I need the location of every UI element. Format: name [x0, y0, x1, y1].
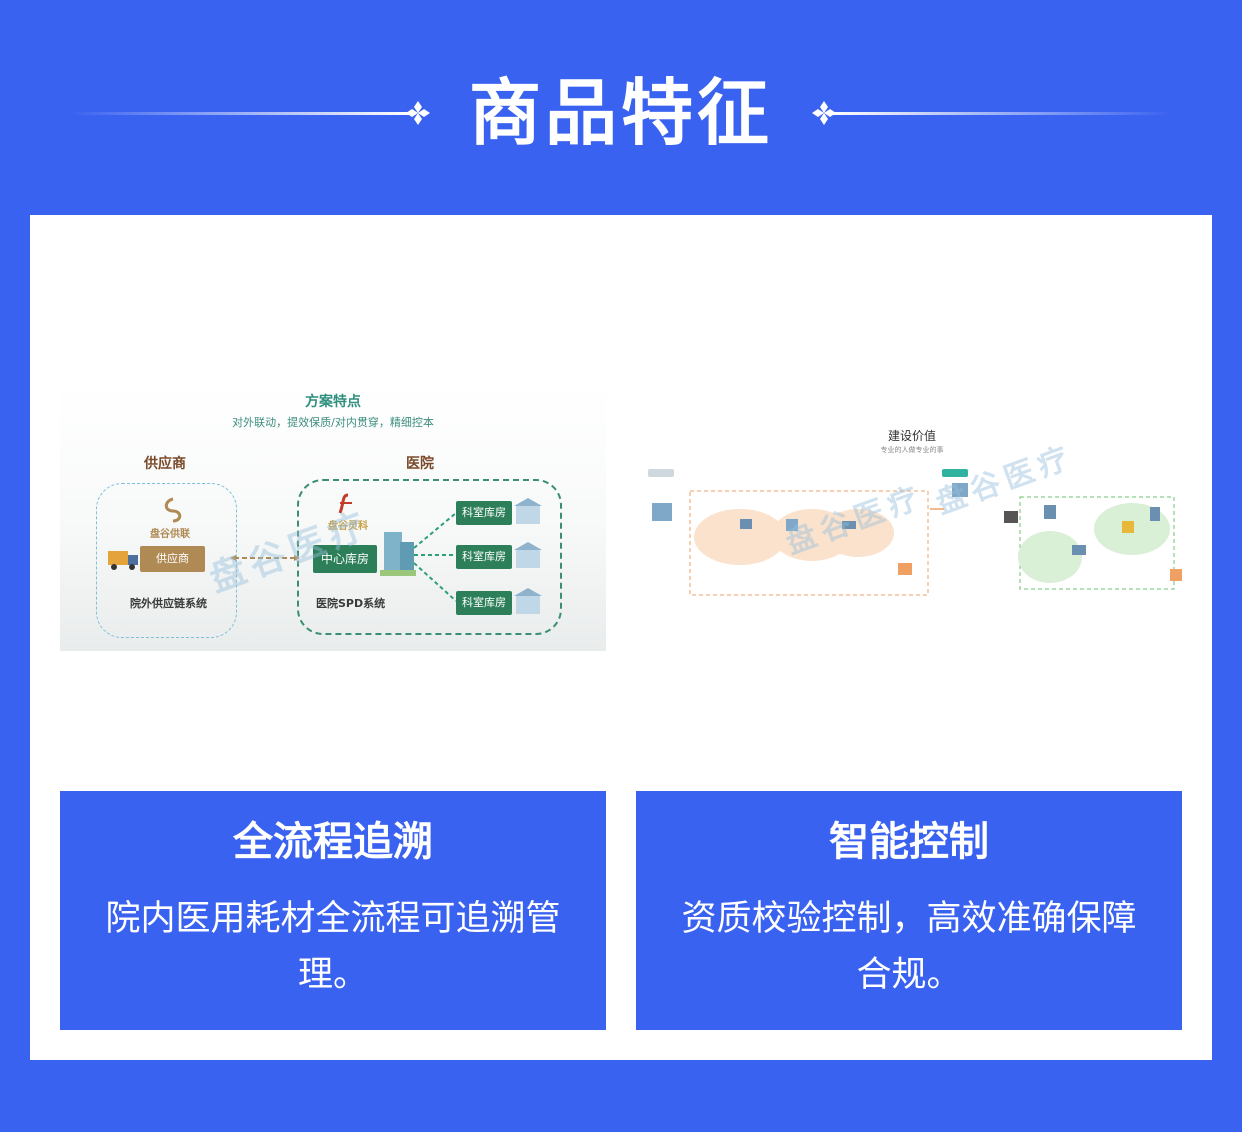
header: 商品特征 — [0, 60, 1242, 170]
workflow-illustration — [648, 469, 1182, 596]
hospital-logo-text: 盘谷灵科 — [328, 521, 368, 532]
warehouse-icon — [514, 542, 542, 568]
diamond-ornament-icon — [812, 101, 836, 125]
card-description: 院内医用耗材全流程可追溯管理。 — [105, 899, 561, 995]
diagram-title: 方案特点 — [305, 394, 361, 410]
dept-warehouse-chip: 科室库房 — [456, 545, 512, 569]
warehouse-icon — [514, 588, 542, 614]
header-line-right — [832, 112, 1172, 115]
page-title: 商品特征 — [468, 71, 773, 155]
supplier-label: 供应商 — [144, 456, 186, 472]
diagram-subtitle: 专业的人做专业的事 — [880, 446, 944, 454]
feature-card-control: 智能控制 资质校验控制，高效准确保障合规。 — [636, 791, 1182, 1030]
hospital-system-label: 医院SPD系统 — [316, 597, 386, 610]
arrow-connectors — [413, 512, 457, 602]
truck-icon — [108, 551, 138, 570]
solution-diagram: 方案特点 对外联动，提效保质/对内贯穿，精细控本 供应商 医院 盘谷供联 供应商… — [60, 383, 606, 651]
diagram-title: 建设价值 — [887, 429, 936, 443]
value-diagram: 建设价值 专业的人做专业的事 盘谷医疗 盘谷医疗 — [642, 415, 1182, 625]
diamond-ornament-icon — [406, 101, 430, 125]
feature-card-traceability: 全流程追溯 院内医用耗材全流程可追溯管理。 — [60, 791, 606, 1030]
supplier-logo-text: 盘谷供联 — [150, 529, 190, 540]
card-title: 智能控制 — [829, 819, 989, 865]
dashed-connector — [230, 555, 300, 561]
card-description: 资质校验控制，高效准确保障合规。 — [681, 899, 1137, 995]
supplier-logo-icon — [164, 497, 182, 523]
supplier-chip: 供应商 — [140, 546, 205, 572]
dept-warehouse-chip: 科室库房 — [456, 501, 512, 525]
diagram-subtitle: 对外联动，提效保质/对内贯穿，精细控本 — [232, 416, 434, 429]
center-warehouse-chip: 中心库房 — [313, 545, 377, 573]
dept-warehouse-chip: 科室库房 — [456, 591, 512, 615]
supplier-box — [96, 483, 237, 638]
supplier-system-label: 院外供应链系统 — [130, 597, 207, 610]
building-icon — [380, 532, 416, 576]
card-title: 全流程追溯 — [233, 819, 433, 865]
hospital-label: 医院 — [406, 456, 434, 472]
content-panel: 方案特点 对外联动，提效保质/对内贯穿，精细控本 供应商 医院 盘谷供联 供应商… — [30, 215, 1212, 1060]
header-line-left — [70, 112, 410, 115]
hospital-logo-icon — [338, 493, 352, 514]
warehouse-icon — [514, 498, 542, 524]
